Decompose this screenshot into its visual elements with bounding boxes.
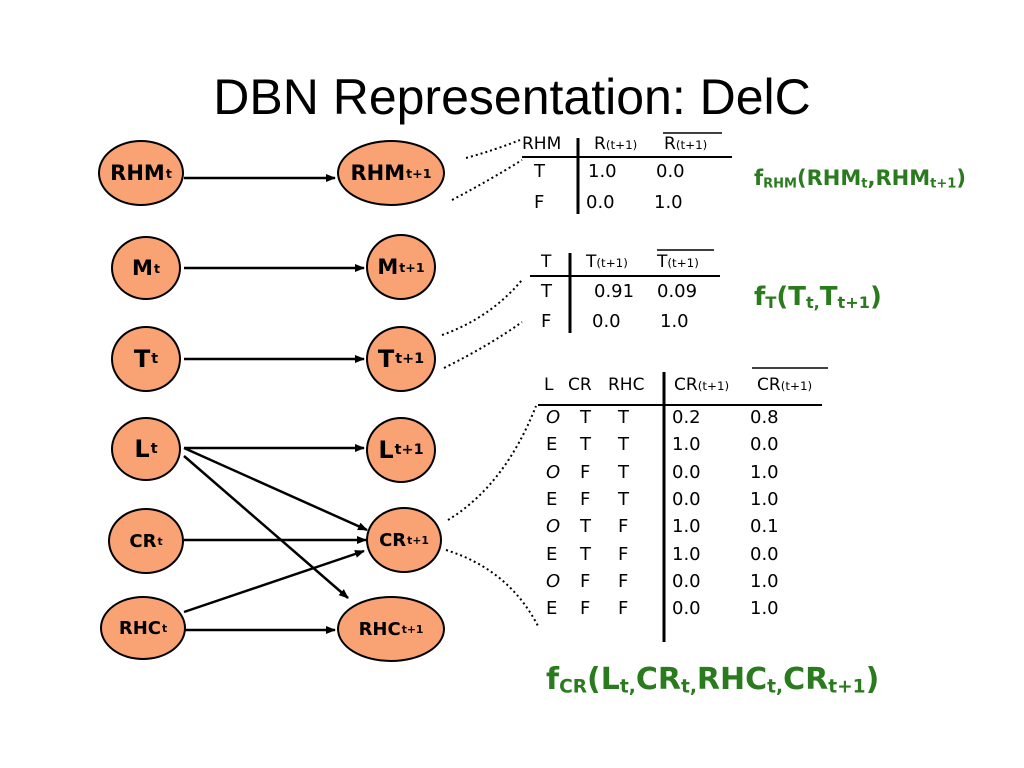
cpt-t-header-tbar: T(t+1) bbox=[657, 252, 699, 272]
edge-l-rhc bbox=[183, 455, 349, 599]
cpt-cr-header-crt1: CR(t+1) bbox=[674, 375, 730, 395]
edge-rhc-cr bbox=[183, 549, 365, 614]
cpt-cr-cell: 1.0 bbox=[750, 570, 779, 592]
cpt-cr-cell: T bbox=[580, 434, 591, 456]
dotted-t-2 bbox=[443, 321, 523, 369]
f-t-label: fT(Tt,Tt+1) bbox=[754, 282, 882, 313]
cpt-cr-cell: O bbox=[546, 407, 561, 428]
cpt-rhm-header-rbar: R(t+1) bbox=[664, 134, 708, 154]
edge-l-cr bbox=[183, 446, 368, 532]
cpt-cr-cell: 0.0 bbox=[672, 570, 701, 592]
cpt-cr-cell: 0.0 bbox=[672, 598, 701, 620]
cpt-cr-cell: 0.1 bbox=[750, 516, 779, 538]
dotted-rhm-2 bbox=[451, 159, 523, 201]
cpt-t-r1-c0: F bbox=[541, 311, 552, 332]
cpt-cr-cell: F bbox=[618, 516, 629, 538]
cpt-t-r1-c1: 0.0 bbox=[592, 311, 621, 332]
cpt-cr-cell: F bbox=[618, 598, 629, 620]
cpt-cr-cell: E bbox=[546, 488, 558, 510]
dotted-cr-1 bbox=[447, 405, 537, 521]
cpt-rhm-r1-c1: 0.0 bbox=[586, 192, 615, 213]
cpt-t-r0-c0: T bbox=[541, 281, 552, 302]
cpt-cr-cell: 1.0 bbox=[672, 516, 701, 538]
dotted-cr-2 bbox=[445, 549, 540, 629]
cpt-cr-cell: T bbox=[618, 461, 629, 483]
cpt-cr-cell: 0.0 bbox=[672, 488, 701, 510]
cpt-rhm-r0-c1: 1.0 bbox=[588, 161, 617, 182]
cpt-cr-header-cr: CR bbox=[568, 375, 592, 395]
cpt-t-header-tt1: T(t+1) bbox=[586, 252, 628, 272]
cpt-t-r1-c2: 1.0 bbox=[660, 311, 689, 332]
cpt-cr-cell: T bbox=[618, 488, 629, 510]
cpt-rhm-r0-c0: T bbox=[534, 161, 545, 182]
cpt-cr-cell: 1.0 bbox=[672, 434, 701, 456]
cpt-cr-cell: 0.0 bbox=[750, 543, 779, 565]
cpt-cr-cell: 0.0 bbox=[672, 461, 701, 483]
cpt-cr-cell: F bbox=[580, 461, 591, 483]
cpt-rhm-r0-c2: 0.0 bbox=[656, 161, 685, 182]
cpt-cr-cell: E bbox=[546, 434, 558, 456]
cpt-cr-cell: O bbox=[546, 461, 561, 483]
cpt-cr-cell: O bbox=[546, 570, 561, 592]
cpt-cr-cell: 1.0 bbox=[672, 543, 701, 565]
cpt-t-r0-c1: 0.91 bbox=[594, 281, 635, 302]
cpt-cr-cell: F bbox=[618, 570, 629, 592]
cpt-cr-cell: 1.0 bbox=[750, 598, 779, 620]
slide-title: DBN Representation: DelC bbox=[213, 69, 811, 125]
cpt-cr-cell: T bbox=[580, 543, 591, 565]
cpt-cr-cell: T bbox=[618, 434, 629, 456]
cpt-cr-cell: F bbox=[580, 488, 591, 510]
cpt-cr-cell: T bbox=[580, 516, 591, 538]
cpt-cr-cell: 0.8 bbox=[750, 407, 779, 428]
cpt-cr-cell: E bbox=[546, 598, 558, 620]
f-rhm-label: fRHM(RHMt,RHMt+1) bbox=[754, 166, 966, 192]
cpt-cr-cell: T bbox=[580, 407, 591, 428]
cpt-rhm-header-rhm: RHM bbox=[522, 134, 562, 154]
cpt-rhm-header-r: R(t+1) bbox=[594, 134, 638, 154]
cpt-cr-cell: F bbox=[580, 570, 591, 592]
cpt-cr-cell: 0.0 bbox=[750, 434, 779, 456]
cpt-t-header-t: T bbox=[541, 252, 552, 272]
cpt-cr-header-crbar: CR(t+1) bbox=[757, 375, 813, 395]
cpt-cr-cell: F bbox=[580, 598, 591, 620]
cpt-rhm-r1-c2: 1.0 bbox=[654, 192, 683, 213]
dotted-rhm-1 bbox=[465, 139, 521, 159]
cpt-cr-cell: 0.2 bbox=[672, 407, 701, 428]
cpt-cr-cell: O bbox=[546, 516, 561, 538]
f-cr-label: fCR(Lt,CRt,RHCt,CRt+1) bbox=[546, 662, 880, 698]
cpt-cr-cell: 1.0 bbox=[750, 488, 779, 510]
cpt-cr-header-l: L bbox=[544, 375, 554, 395]
dotted-t-1 bbox=[441, 279, 523, 336]
cpt-cr-cell: 1.0 bbox=[750, 461, 779, 483]
cpt-cr-cell: F bbox=[618, 543, 629, 565]
cpt-cr-cell: E bbox=[546, 543, 558, 565]
cpt-cr-header-rhc: RHC bbox=[608, 375, 645, 395]
cpt-cr-cell: T bbox=[618, 407, 629, 428]
cpt-t-r0-c2: 0.09 bbox=[657, 281, 698, 302]
cpt-rhm-r1-c0: F bbox=[534, 192, 545, 213]
